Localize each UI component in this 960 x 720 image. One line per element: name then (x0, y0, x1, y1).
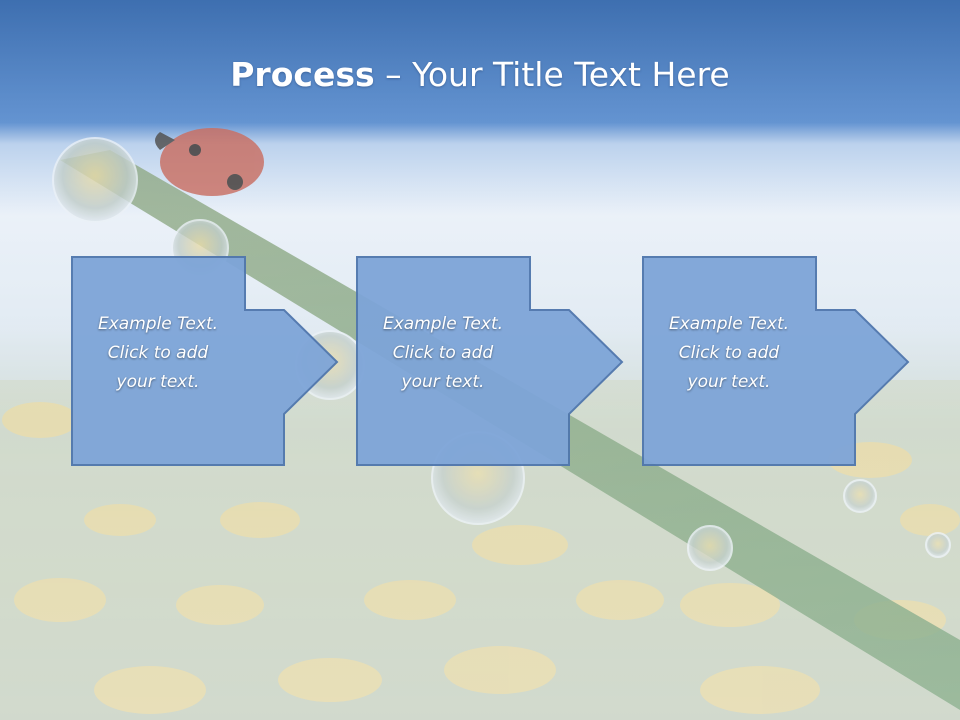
step-text: Example Text. Click to add your text. (356, 310, 530, 397)
step-line: your text. (687, 372, 771, 392)
step-line: Example Text. (382, 314, 504, 334)
process-step-1[interactable]: Example Text. Click to add your text. (71, 256, 361, 468)
step-arrow-shape (642, 256, 910, 466)
slide-title[interactable]: Process – Your Title Text Here (230, 53, 729, 97)
title-bold-text: Process (230, 55, 375, 94)
step-line: your text. (116, 372, 200, 392)
step-text: Example Text. Click to add your text. (71, 310, 245, 397)
process-step-3[interactable]: Example Text. Click to add your text. (642, 256, 932, 468)
step-arrow-shape (356, 256, 624, 466)
title-bar: Process – Your Title Text Here (0, 0, 960, 150)
step-line: Click to add (678, 343, 780, 363)
step-line: Click to add (107, 343, 209, 363)
process-step-2[interactable]: Example Text. Click to add your text. (356, 256, 646, 468)
step-text: Example Text. Click to add your text. (642, 310, 816, 397)
title-rest-text: – Your Title Text Here (374, 55, 730, 94)
step-line: Example Text. (97, 314, 219, 334)
step-line: your text. (401, 372, 485, 392)
step-line: Example Text. (668, 314, 790, 334)
step-arrow-shape (71, 256, 339, 466)
step-line: Click to add (392, 343, 494, 363)
